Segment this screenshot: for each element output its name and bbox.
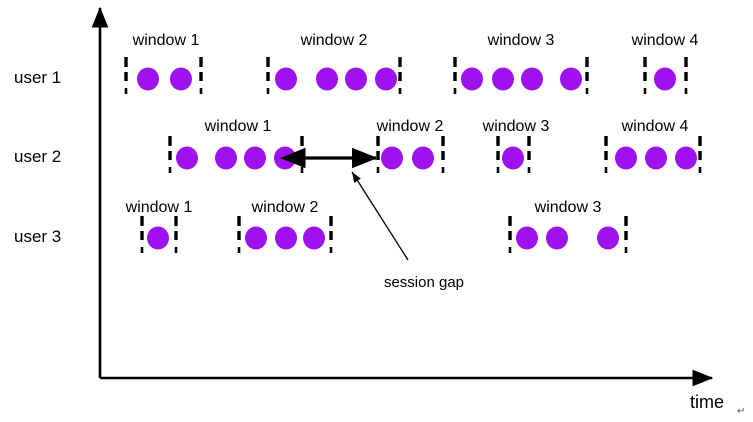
user3-window3-label: window 3 bbox=[534, 199, 602, 216]
pilcrow-mark: ↵ bbox=[737, 406, 746, 417]
user1-window3-event-dot-3 bbox=[521, 67, 543, 91]
user1-window4-label: window 4 bbox=[631, 32, 699, 49]
user3-window1-event-dot-1 bbox=[147, 226, 169, 250]
user2-window2-event-dot-1 bbox=[381, 146, 403, 170]
user2-window2-label: window 2 bbox=[376, 118, 444, 135]
user2-window1-event-dot-2 bbox=[215, 146, 237, 170]
axes-group bbox=[91, 6, 714, 387]
x-axis-label-time: time bbox=[690, 392, 725, 412]
user2-window1-label: window 1 bbox=[204, 118, 272, 135]
user1-window1-label: window 1 bbox=[132, 32, 200, 49]
session-gap-pointer-arrow bbox=[351, 171, 409, 261]
user3-window2-event-dot-3 bbox=[303, 226, 325, 250]
user1-window1-event-dot-1 bbox=[137, 67, 159, 91]
user1-window3-event-dot-4 bbox=[560, 67, 582, 91]
user2-window4-event-dot-3 bbox=[675, 146, 697, 170]
user1-window1-event-dot-2 bbox=[170, 67, 192, 91]
user-row-label-1: user 1 bbox=[14, 68, 62, 87]
session-gap-label: session gap bbox=[383, 274, 465, 291]
user1-window2-event-dot-1 bbox=[275, 67, 297, 91]
user1-window4-event-dot-1 bbox=[654, 67, 676, 91]
windows-group bbox=[124, 57, 702, 253]
user1-window2-event-dot-2 bbox=[316, 67, 338, 91]
user3-window2-event-dot-1 bbox=[245, 226, 267, 250]
event-dots-group bbox=[137, 67, 697, 250]
user2-window1-event-dot-3 bbox=[244, 146, 266, 170]
user1-window3-label: window 3 bbox=[487, 32, 555, 49]
user3-window2-event-dot-2 bbox=[275, 226, 297, 250]
user1-window3-event-dot-1 bbox=[461, 67, 483, 91]
user-row-label-2: user 2 bbox=[14, 147, 62, 166]
user2-window4-event-dot-1 bbox=[615, 146, 637, 170]
annotations-group bbox=[280, 147, 409, 261]
user3-window3-event-dot-1 bbox=[516, 226, 538, 250]
user3-window3-event-dot-2 bbox=[546, 226, 568, 250]
user1-window2-label: window 2 bbox=[300, 32, 368, 49]
user2-window2-event-dot-2 bbox=[412, 146, 434, 170]
user2-window1-event-dot-1 bbox=[176, 146, 198, 170]
user-row-label-3: user 3 bbox=[14, 227, 62, 246]
user3-window3-event-dot-3 bbox=[597, 226, 619, 250]
user2-window3-event-dot-1 bbox=[502, 146, 524, 170]
user1-window2-event-dot-4 bbox=[375, 67, 397, 91]
user3-window1-label: window 1 bbox=[125, 199, 193, 216]
user2-window1-event-dot-4 bbox=[274, 146, 296, 170]
user3-window2-label: window 2 bbox=[251, 199, 319, 216]
user1-window2-event-dot-3 bbox=[345, 67, 367, 91]
user1-window3-event-dot-2 bbox=[492, 67, 514, 91]
user2-window3-label: window 3 bbox=[482, 118, 550, 135]
user2-window4-event-dot-2 bbox=[645, 146, 667, 170]
user2-window4-label: window 4 bbox=[621, 118, 689, 135]
